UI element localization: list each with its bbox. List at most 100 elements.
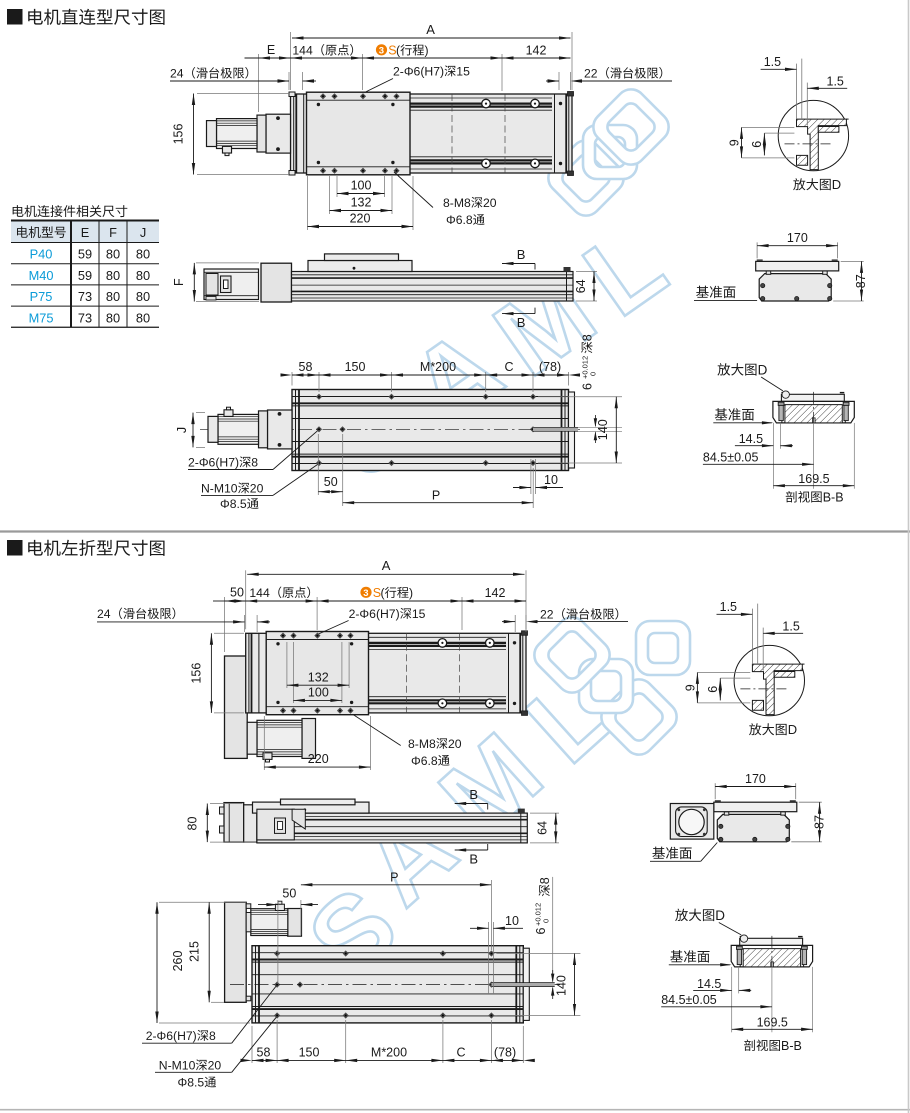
- svg-text:22: 22: [584, 67, 598, 81]
- svg-text:3: 3: [379, 46, 384, 57]
- svg-text:100: 100: [308, 686, 329, 700]
- svg-text:80: 80: [136, 247, 150, 262]
- svg-text:A: A: [426, 22, 435, 37]
- svg-text:E: E: [81, 225, 90, 240]
- svg-text:(78): (78): [494, 1046, 516, 1060]
- svg-text:0: 0: [589, 372, 598, 376]
- svg-text:9: 9: [727, 139, 741, 146]
- svg-text:132: 132: [351, 196, 372, 210]
- svg-text:170: 170: [787, 231, 808, 245]
- svg-text:N-M10: N-M10: [159, 1059, 196, 1073]
- svg-text:S: S: [373, 586, 381, 600]
- svg-text:170: 170: [745, 772, 766, 786]
- svg-text:Φ6.8: Φ6.8: [411, 754, 438, 768]
- svg-text:8-M8: 8-M8: [408, 737, 436, 751]
- svg-text:215: 215: [188, 941, 202, 962]
- svg-text:S: S: [388, 44, 396, 58]
- svg-text:M75: M75: [29, 310, 54, 325]
- svg-text:132: 132: [308, 671, 329, 685]
- svg-text:P75: P75: [30, 289, 53, 304]
- svg-text:73: 73: [78, 289, 92, 304]
- svg-text:B-B: B-B: [781, 1039, 802, 1053]
- svg-text:B-B: B-B: [823, 491, 844, 505]
- svg-text:J: J: [140, 225, 146, 240]
- svg-text:80: 80: [185, 817, 199, 831]
- svg-text:20: 20: [250, 482, 264, 496]
- svg-text:59: 59: [78, 268, 92, 283]
- svg-text:84.5±0.05: 84.5±0.05: [661, 993, 717, 1007]
- svg-text:14.5: 14.5: [739, 432, 763, 446]
- svg-text:B: B: [469, 852, 478, 867]
- svg-text:M40: M40: [29, 268, 54, 283]
- svg-text:D: D: [758, 363, 768, 378]
- svg-text:0: 0: [542, 919, 551, 923]
- svg-text:2-Φ6(H7): 2-Φ6(H7): [146, 1029, 197, 1043]
- svg-text:D: D: [832, 177, 841, 192]
- svg-text:E: E: [267, 43, 275, 57]
- svg-text:64: 64: [536, 821, 550, 835]
- svg-text:9: 9: [683, 684, 697, 691]
- svg-text:80: 80: [106, 289, 120, 304]
- svg-text:J: J: [175, 427, 189, 433]
- svg-text:3: 3: [363, 588, 368, 599]
- svg-text:156: 156: [172, 123, 186, 144]
- svg-text:59: 59: [78, 247, 92, 262]
- svg-text:20: 20: [483, 196, 497, 210]
- svg-text:140: 140: [596, 419, 610, 440]
- svg-text:A: A: [382, 558, 391, 573]
- svg-text:8: 8: [581, 334, 595, 341]
- svg-text:(78): (78): [539, 360, 561, 374]
- svg-text:58: 58: [299, 360, 313, 374]
- svg-text:8: 8: [251, 456, 258, 470]
- svg-text:N-M10: N-M10: [201, 482, 238, 496]
- svg-text:(: (: [396, 44, 400, 58]
- svg-text:B: B: [469, 787, 478, 802]
- svg-text:C: C: [457, 1046, 466, 1060]
- svg-text:80: 80: [136, 268, 150, 283]
- svg-text:144: 144: [292, 44, 313, 58]
- svg-text:73: 73: [78, 310, 92, 325]
- svg-text:50: 50: [230, 586, 244, 600]
- svg-text:(: (: [381, 586, 385, 600]
- svg-text:142: 142: [485, 586, 506, 600]
- svg-text:+0.012: +0.012: [534, 903, 543, 926]
- svg-text:6: 6: [581, 383, 595, 390]
- svg-text:8-M8: 8-M8: [443, 196, 471, 210]
- svg-text:2-Φ6(H7): 2-Φ6(H7): [349, 607, 400, 621]
- svg-text:1.5: 1.5: [720, 600, 737, 614]
- svg-text:84.5±0.05: 84.5±0.05: [703, 451, 759, 465]
- svg-text:6: 6: [706, 686, 720, 693]
- svg-text:P: P: [390, 870, 398, 884]
- svg-text:B: B: [517, 247, 526, 262]
- svg-text:): ): [409, 586, 413, 600]
- svg-text:100: 100: [351, 179, 372, 193]
- svg-text:F: F: [109, 225, 117, 240]
- svg-text:Φ6.8: Φ6.8: [446, 213, 473, 227]
- svg-text:169.5: 169.5: [798, 472, 829, 486]
- svg-text:B: B: [517, 315, 526, 330]
- svg-text:Φ8.5: Φ8.5: [178, 1076, 205, 1090]
- svg-text:58: 58: [257, 1046, 271, 1060]
- svg-text:169.5: 169.5: [757, 1016, 788, 1030]
- svg-text:50: 50: [282, 887, 296, 901]
- svg-text:+0.012: +0.012: [581, 356, 590, 379]
- svg-text:P: P: [432, 489, 440, 503]
- svg-text:M*200: M*200: [420, 360, 456, 374]
- svg-text:87: 87: [812, 815, 826, 829]
- svg-text:22: 22: [540, 608, 554, 622]
- svg-text:156: 156: [190, 663, 204, 684]
- svg-text:1.5: 1.5: [764, 55, 781, 69]
- svg-text:142: 142: [526, 44, 547, 58]
- svg-text:87: 87: [854, 274, 868, 288]
- svg-text:220: 220: [350, 212, 371, 226]
- svg-text:Φ8.5: Φ8.5: [220, 497, 247, 511]
- svg-text:80: 80: [106, 268, 120, 283]
- svg-text:14.5: 14.5: [697, 977, 721, 991]
- svg-text:D: D: [715, 908, 725, 923]
- svg-text:6: 6: [534, 928, 548, 935]
- svg-text:10: 10: [505, 914, 519, 928]
- svg-text:80: 80: [136, 289, 150, 304]
- svg-text:): ): [425, 44, 429, 58]
- svg-text:20: 20: [208, 1059, 222, 1073]
- svg-text:80: 80: [136, 310, 150, 325]
